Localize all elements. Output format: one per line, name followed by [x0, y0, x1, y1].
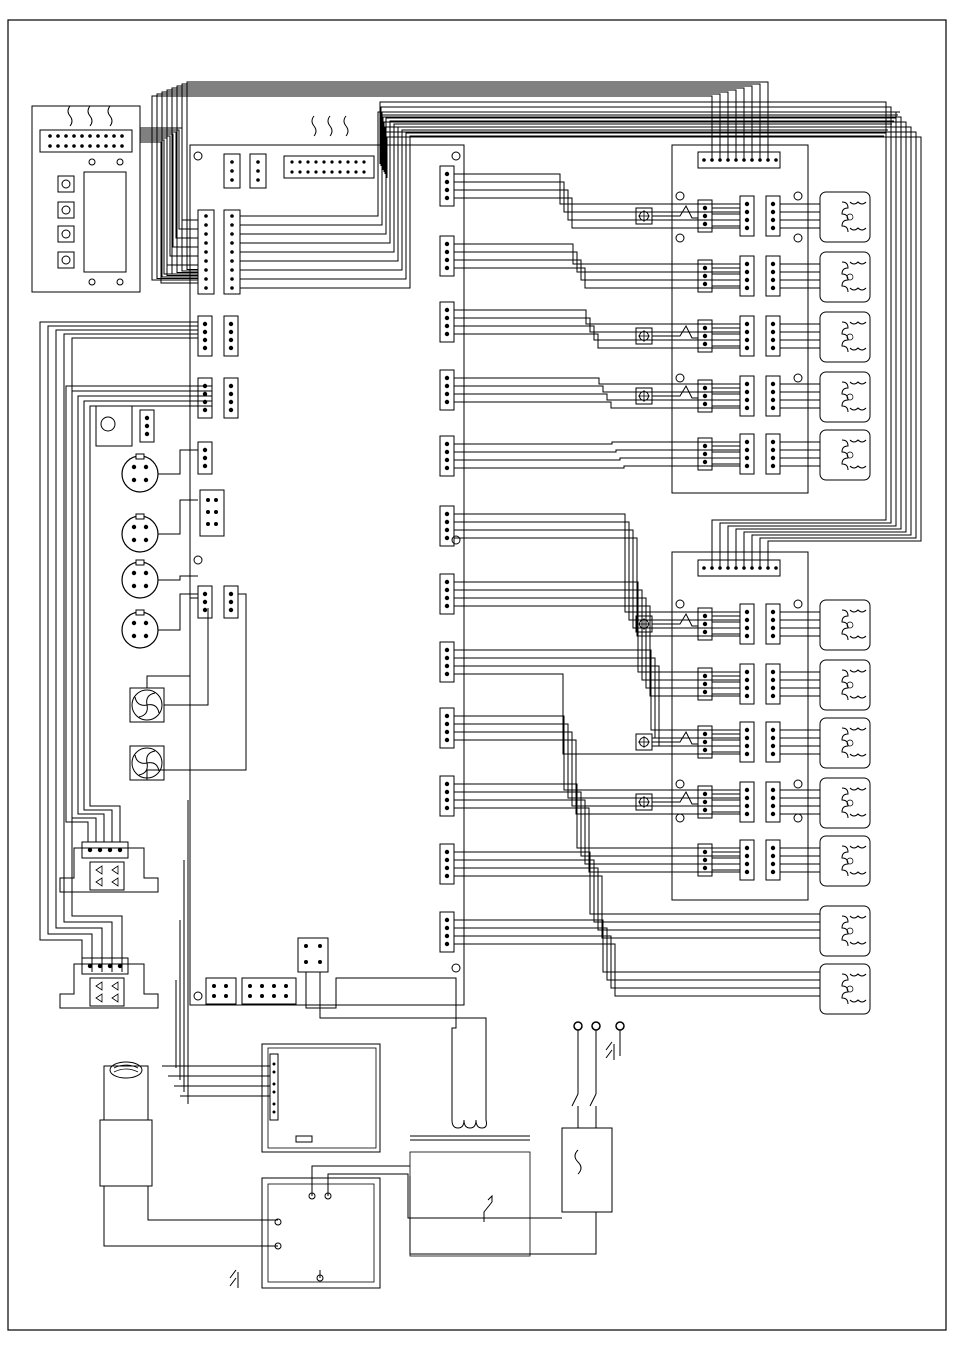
board-connector [198, 442, 212, 474]
board-connector [766, 196, 780, 236]
heating-element [820, 192, 870, 242]
relay-module [262, 1044, 380, 1152]
board-connector [766, 664, 780, 704]
sensor-module [96, 406, 132, 446]
board-connector [698, 844, 712, 876]
crosshair-dial-icon [636, 208, 652, 224]
board-connector [224, 378, 238, 418]
crosshair-dial-icon [636, 328, 652, 344]
board-connector [766, 840, 780, 880]
board-connector [766, 256, 780, 296]
board-connector [740, 434, 754, 474]
motor [100, 1062, 152, 1186]
board-connector [698, 726, 712, 758]
heating-element [820, 252, 870, 302]
wire-harness [40, 82, 921, 1278]
board-connector [740, 256, 754, 296]
board-connector [198, 316, 212, 356]
board-connector [440, 708, 454, 748]
heating-element [820, 836, 870, 886]
board-connector [698, 786, 712, 818]
rectifier-module [60, 958, 158, 1008]
probe-socket [122, 560, 158, 598]
board-connector [440, 166, 454, 206]
board-connector-block [200, 490, 224, 536]
heating-element [820, 312, 870, 362]
panel-button[interactable] [58, 226, 74, 242]
panel-button[interactable] [58, 252, 74, 268]
rectifier-module [60, 842, 158, 892]
page-border [8, 20, 946, 1330]
board-connector [740, 664, 754, 704]
board-connector [698, 668, 712, 700]
board-connector [198, 378, 212, 418]
board-connector [766, 376, 780, 416]
probe-socket [122, 514, 158, 552]
board-connector [698, 260, 712, 292]
board-connector [440, 912, 454, 952]
fuse-holder [562, 1128, 612, 1212]
heating-element [820, 600, 870, 650]
terminal-block [262, 1178, 380, 1288]
board-connector [698, 320, 712, 352]
power-inlet [562, 1022, 624, 1212]
board-connector [440, 776, 454, 816]
panel-button[interactable] [58, 176, 74, 192]
heating-element [820, 372, 870, 422]
heat-wave-icon [312, 116, 348, 136]
board-connector [766, 722, 780, 762]
heating-element [820, 906, 870, 956]
board-connector [740, 782, 754, 822]
board-connector [740, 376, 754, 416]
board-connector [766, 316, 780, 356]
ground-icon [230, 1270, 238, 1288]
board-connector [740, 316, 754, 356]
board-connector-block [206, 938, 328, 1004]
heating-element [820, 778, 870, 828]
display-window [84, 172, 126, 272]
crosshair-dial-icon [636, 388, 652, 404]
board-connector [440, 302, 454, 342]
control-panel [32, 106, 140, 292]
ground-icon [606, 1042, 614, 1060]
fan-icon [130, 688, 164, 722]
heating-element [820, 660, 870, 710]
crosshair-dial-icon [636, 734, 652, 750]
board-connector [698, 200, 712, 232]
board-connector [440, 436, 454, 476]
board-connector [740, 196, 754, 236]
probe-socket [122, 454, 158, 492]
board-connector [440, 236, 454, 276]
heating-element [820, 718, 870, 768]
board-connector [198, 586, 212, 618]
board-connector [140, 410, 154, 442]
probe-socket [122, 610, 158, 648]
heat-wave-icon [68, 106, 112, 126]
board-connector [740, 604, 754, 644]
panel-button[interactable] [58, 202, 74, 218]
board-connector [224, 586, 238, 618]
board-connector [766, 782, 780, 822]
board-connector [766, 604, 780, 644]
crosshair-dial-icon [636, 794, 652, 810]
board-connector [766, 434, 780, 474]
board-connector [440, 844, 454, 884]
board-connector [698, 380, 712, 412]
board-connector [440, 574, 454, 614]
board-connector [740, 840, 754, 880]
heating-element [820, 964, 870, 1014]
board-connector [698, 608, 712, 640]
main-board [190, 116, 464, 1005]
board-connector [224, 316, 238, 356]
heating-element [820, 430, 870, 480]
board-connector [440, 642, 454, 682]
transformer [410, 1106, 530, 1256]
board-connector [740, 722, 754, 762]
board-connector [698, 438, 712, 470]
board-connector [440, 370, 454, 410]
